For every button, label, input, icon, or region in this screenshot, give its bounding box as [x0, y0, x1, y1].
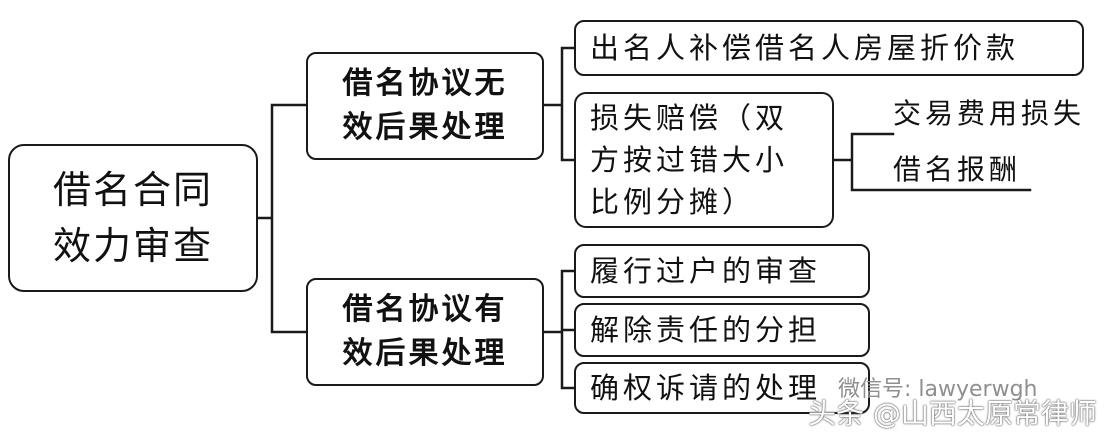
sub-item-nominee-fee: 借名报酬 — [893, 153, 1022, 186]
leaf-compensation-text: 出名人补偿借名人房屋折价款 — [590, 31, 1020, 65]
branch-valid-agreement: 借名协议有 效后果处理 — [306, 278, 544, 386]
leaf-loss-line-2: 方按过错大小 — [590, 143, 789, 177]
leaf-loss-line-3: 比例分摊） — [590, 185, 756, 219]
leaf-termination-liability-text: 解除责任的分担 — [590, 313, 822, 347]
root-line-1: 借名合同 — [53, 168, 214, 212]
branch-valid-line-1: 借名协议有 — [342, 292, 508, 327]
leaf-termination-liability: 解除责任的分担 — [574, 303, 870, 357]
leaf-compensation: 出名人补偿借名人房屋折价款 — [574, 20, 1084, 76]
sub-item-transaction-cost: 交易费用损失 — [893, 97, 1086, 130]
leaf-transfer-review: 履行过户的审查 — [574, 244, 870, 298]
leaf-title-claim: 确权诉请的处理 — [574, 362, 870, 414]
branch-valid-text: 借名协议有 效后果处理 — [327, 288, 523, 376]
root-node-text: 借名合同 效力审查 — [53, 162, 213, 274]
connector-branch-1-items — [542, 46, 576, 162]
connector-item-sub-items — [832, 132, 1032, 192]
branch-invalid-agreement: 借名协议无 效后果处理 — [306, 52, 544, 160]
leaf-loss-line-1: 损失赔偿（双 — [590, 101, 789, 135]
root-line-2: 效力审查 — [53, 224, 214, 268]
watermark-wechat: 微信号: lawyerwgh — [838, 377, 1038, 402]
connector-branch-2-items — [542, 269, 576, 390]
watermark-source: 头条 @山西太原常律师 — [808, 397, 1097, 430]
branch-invalid-text: 借名协议无 效后果处理 — [327, 62, 523, 150]
leaf-loss-damages-text: 损失赔偿（双 方按过错大小 比例分摊） — [590, 97, 820, 223]
leaf-transfer-review-text: 履行过户的审查 — [590, 254, 822, 288]
root-node: 借名合同 效力审查 — [8, 144, 258, 292]
connector-root-branches — [256, 103, 308, 334]
branch-invalid-line-1: 借名协议无 — [342, 66, 508, 101]
leaf-title-claim-text: 确权诉请的处理 — [590, 371, 822, 405]
leaf-loss-damages: 损失赔偿（双 方按过错大小 比例分摊） — [574, 92, 834, 228]
branch-invalid-line-2: 效后果处理 — [342, 110, 508, 145]
branch-valid-line-2: 效后果处理 — [342, 336, 508, 371]
